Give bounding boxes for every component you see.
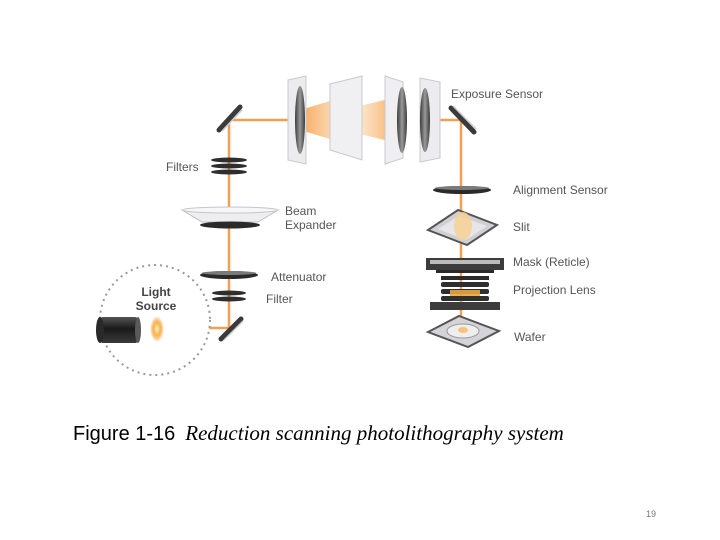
slit	[425, 208, 500, 247]
page-number: 19	[646, 509, 657, 519]
label-mask-reticle: Mask (Reticle)	[513, 255, 590, 269]
label-alignment-sensor: Alignment Sensor	[513, 183, 608, 197]
label-projection-lens: Projection Lens	[513, 283, 596, 297]
label-filter: Filter	[266, 292, 293, 306]
light-source-lamp	[96, 317, 141, 343]
top-lens-1	[287, 75, 307, 165]
label-exposure-sensor: Exposure Sensor	[451, 87, 543, 101]
label-beam-expander-1: Beam	[285, 204, 316, 218]
wafer	[425, 314, 502, 349]
mask-reticle	[426, 258, 504, 273]
mask-optic-plate-2	[384, 75, 407, 165]
top-lens-2	[419, 77, 441, 163]
photolithography-diagram: Light Source	[96, 75, 608, 376]
label-wafer: Wafer	[514, 330, 546, 344]
beam-expander	[180, 206, 280, 229]
alignment-sensor	[433, 186, 491, 194]
projection-lens	[430, 276, 500, 310]
label-slit: Slit	[513, 220, 530, 234]
attenuator	[200, 271, 258, 279]
label-beam-expander-2: Expander	[285, 218, 336, 232]
mirror-top-left	[216, 104, 243, 133]
figure-title: Reduction scanning photolithography syst…	[185, 421, 564, 445]
label-filters: Filters	[166, 160, 199, 174]
figure-caption: Figure 1-16 Reduction scanning photolitho…	[73, 421, 564, 446]
light-source-glow	[150, 316, 164, 342]
figure-number: Figure 1-16	[73, 423, 176, 445]
label-attenuator: Attenuator	[271, 270, 326, 284]
light-source-label-2: Source	[136, 299, 177, 313]
mirror-top-right	[448, 105, 477, 135]
mirror-bottom-left	[218, 316, 244, 342]
mask-optic-plate-1	[329, 75, 363, 161]
filter-lower	[212, 290, 246, 302]
light-source-label: Light	[141, 285, 170, 299]
filters-upper	[211, 157, 247, 175]
